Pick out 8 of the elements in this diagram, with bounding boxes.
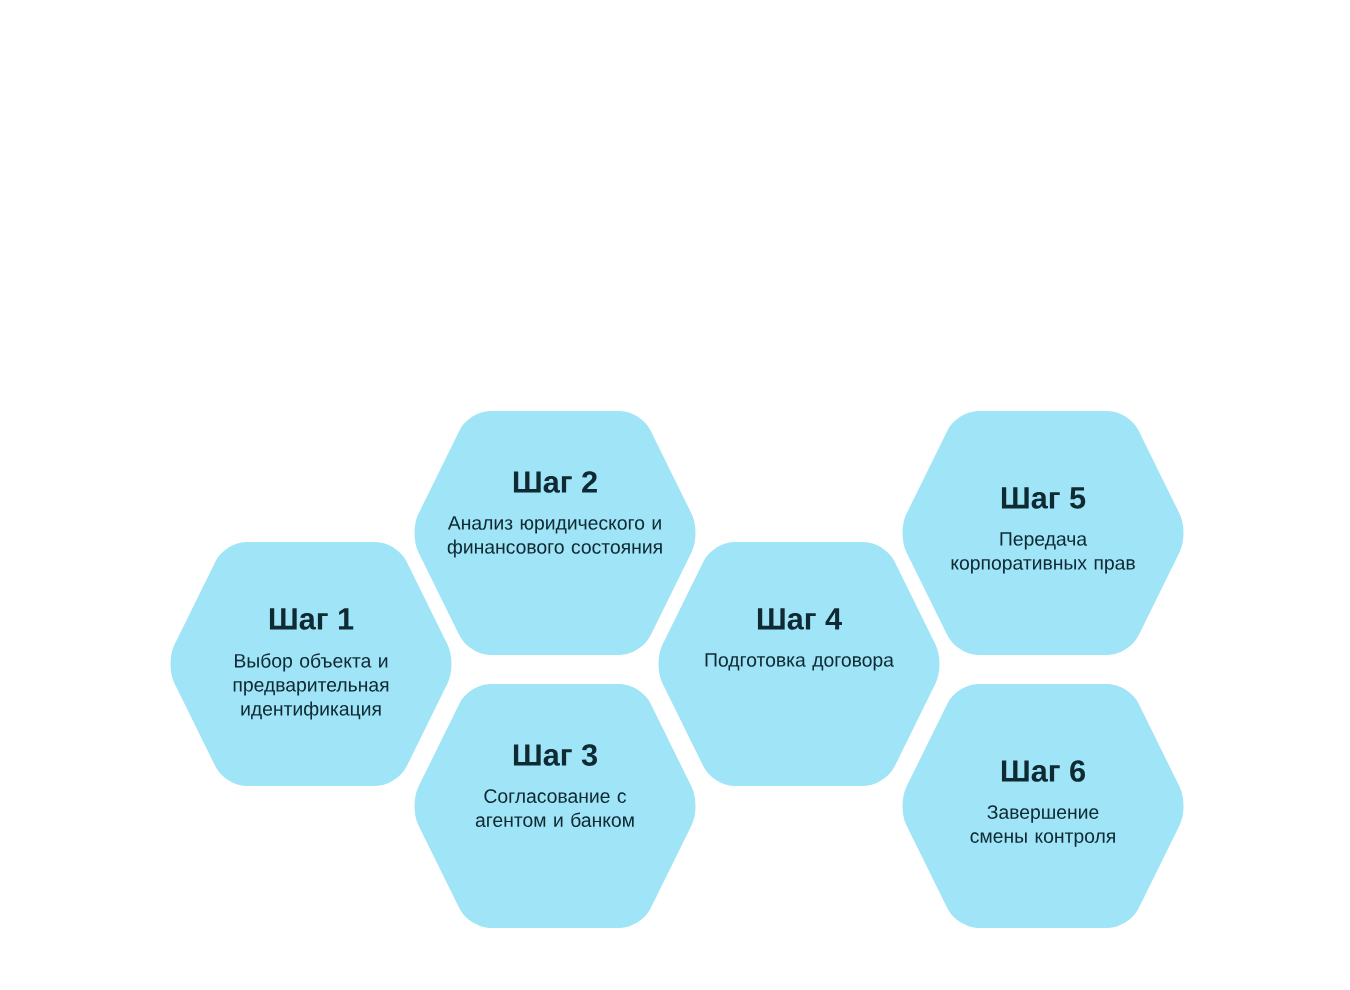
node-label: Подготовка договора (705, 653, 894, 671)
hexagon: Шаг 2 Анализ юридического и финансового состояния (414, 411, 696, 655)
hexagon: Шаг 3 Согласование с агентом и банком (414, 684, 696, 928)
hexagon: Шаг 6 Завершение смены контроля (902, 684, 1184, 928)
node-label: Шаг 1 (269, 608, 354, 630)
node-label: Шаг 4 (757, 608, 842, 630)
hexagon: Шаг 5 Передача корпоративных прав (902, 411, 1184, 655)
node-label: Выбор объекта и предварительная идентификация (233, 653, 389, 720)
